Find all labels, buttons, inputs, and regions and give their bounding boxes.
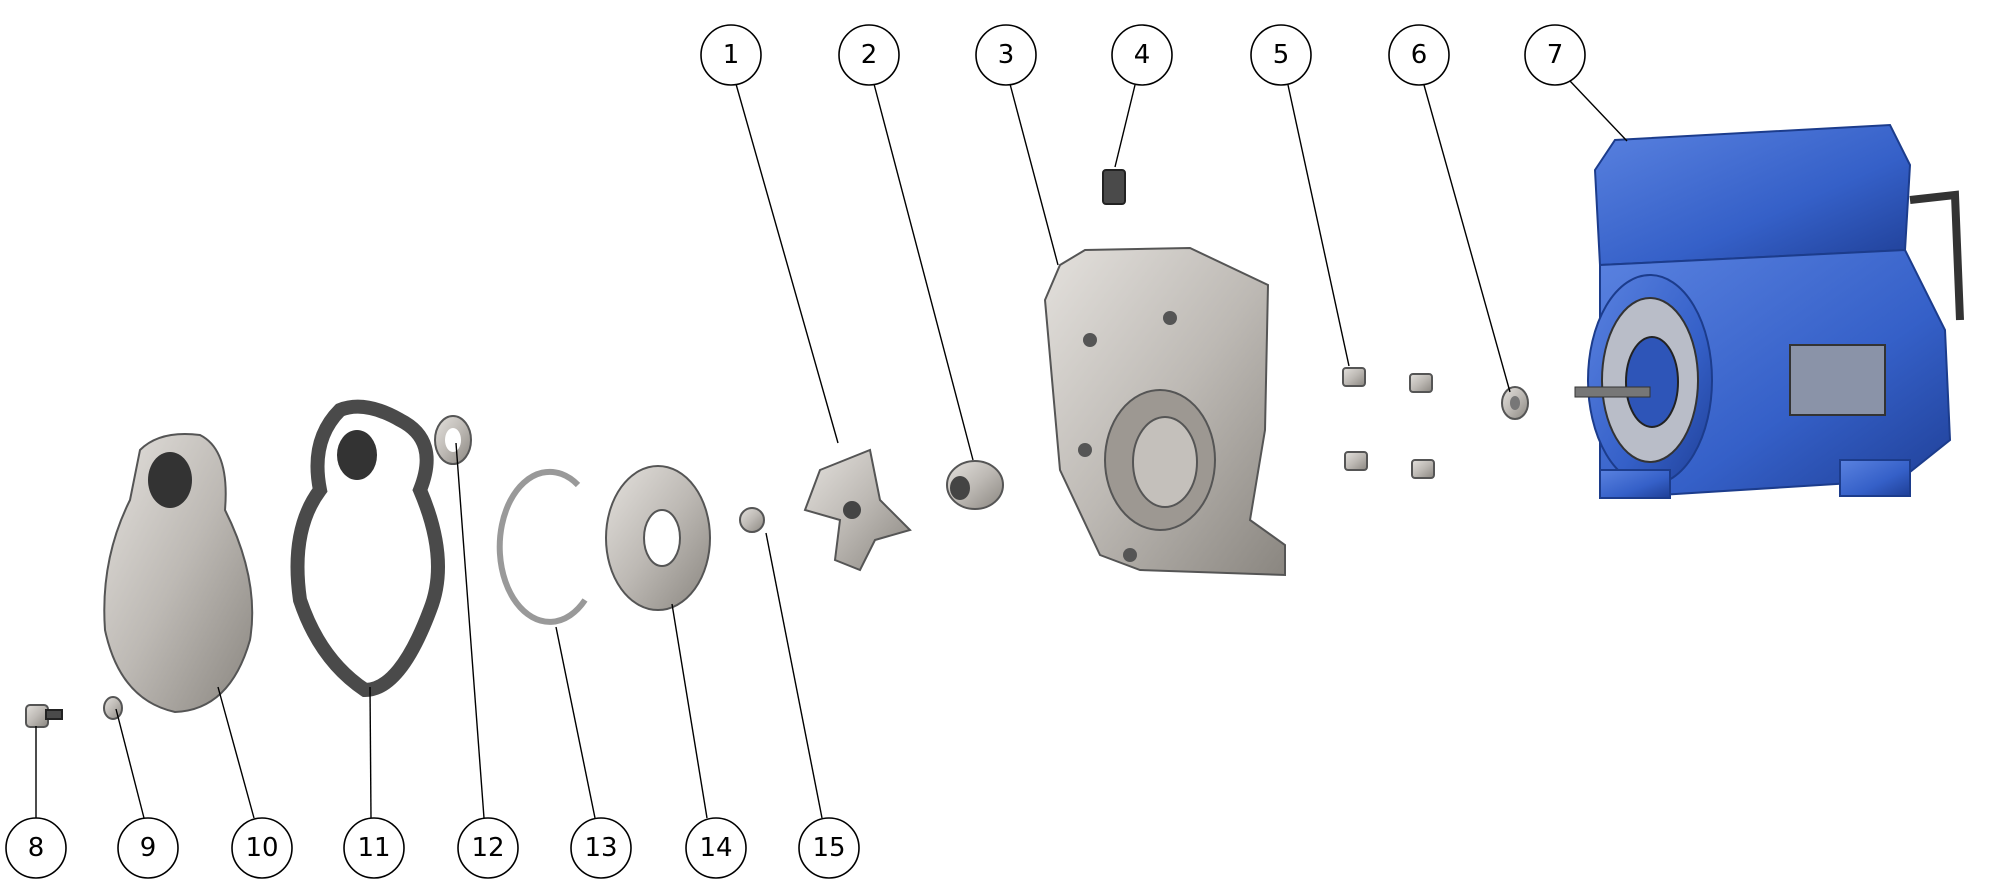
balloon-label: 6 bbox=[1411, 40, 1428, 70]
balloon-label: 11 bbox=[357, 833, 390, 863]
balloon-label: 14 bbox=[699, 833, 732, 863]
balloon-label: 5 bbox=[1273, 40, 1290, 70]
balloon-8: 8 bbox=[5, 817, 67, 879]
part-bolt-8 bbox=[25, 704, 63, 728]
balloon-13: 13 bbox=[570, 817, 632, 879]
balloon-label: 2 bbox=[861, 40, 878, 70]
balloon-2: 2 bbox=[838, 24, 900, 86]
part-bolts-5 bbox=[1342, 367, 1435, 479]
part-washer-12 bbox=[434, 415, 472, 465]
balloon-label: 15 bbox=[812, 833, 845, 863]
balloon-5: 5 bbox=[1250, 24, 1312, 86]
balloon-9: 9 bbox=[117, 817, 179, 879]
balloon-14: 14 bbox=[685, 817, 747, 879]
part-pump-casing-3 bbox=[1043, 246, 1286, 577]
balloon-7: 7 bbox=[1524, 24, 1586, 86]
balloon-label: 3 bbox=[998, 40, 1015, 70]
part-shaft-sleeve-2 bbox=[946, 460, 1004, 510]
balloon-label: 12 bbox=[471, 833, 504, 863]
balloon-6: 6 bbox=[1388, 24, 1450, 86]
balloon-15: 15 bbox=[798, 817, 860, 879]
part-washer-6 bbox=[1501, 386, 1529, 420]
balloon-4: 4 bbox=[1111, 24, 1173, 86]
part-circlip-13 bbox=[496, 468, 588, 625]
balloon-label: 9 bbox=[140, 833, 157, 863]
part-impeller-1 bbox=[803, 448, 912, 572]
part-nut-15 bbox=[739, 507, 765, 533]
part-washer-9 bbox=[103, 696, 123, 720]
leader-lines bbox=[35, 80, 1628, 819]
part-plate-14 bbox=[605, 465, 711, 611]
balloon-label: 4 bbox=[1134, 40, 1151, 70]
part-gasket-11 bbox=[290, 399, 445, 698]
balloon-label: 1 bbox=[723, 40, 740, 70]
balloon-label: 7 bbox=[1547, 40, 1564, 70]
balloon-1: 1 bbox=[700, 24, 762, 86]
part-plug-4 bbox=[1102, 169, 1126, 205]
balloon-10: 10 bbox=[231, 817, 293, 879]
part-motor bbox=[1574, 123, 1964, 499]
balloon-11: 11 bbox=[343, 817, 405, 879]
balloon-label: 10 bbox=[245, 833, 278, 863]
balloon-label: 8 bbox=[28, 833, 45, 863]
part-cover-10 bbox=[103, 433, 254, 714]
balloon-label: 13 bbox=[584, 833, 617, 863]
balloon-12: 12 bbox=[457, 817, 519, 879]
balloon-3: 3 bbox=[975, 24, 1037, 86]
